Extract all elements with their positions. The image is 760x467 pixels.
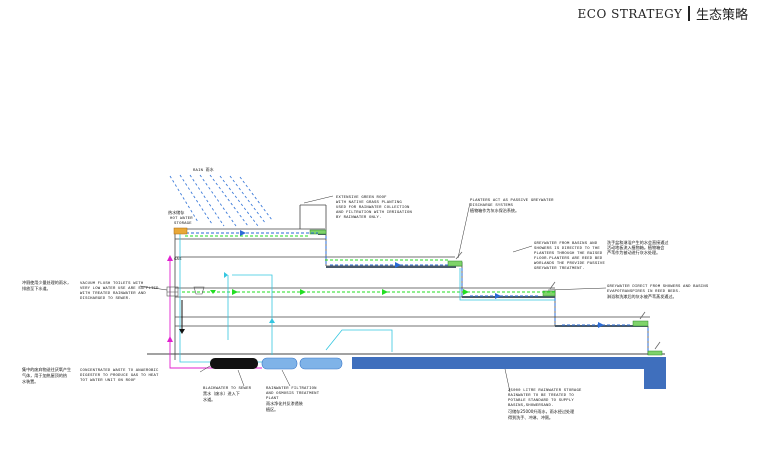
- anaerobic-line-1: CONCENTRATED WASTE TO ANAEROBIC: [80, 369, 159, 373]
- gas-arrow-top: [167, 255, 173, 261]
- leader-lines: [139, 195, 607, 393]
- greywater-basins-line-6: GREYWATER TREATMENT.: [534, 267, 585, 271]
- rainwater-storage-tank: [352, 357, 644, 369]
- annotation-green-roof: EXTENSIVE GREEN ROOF WITH NATIVE GRASS P…: [336, 196, 413, 220]
- filtration-line-1: RAINWATER FILTRATION: [266, 387, 317, 391]
- rain-label: RAIN 雨水: [193, 167, 214, 173]
- green-roof-line-5: BY RAINWATER ONLY.: [336, 216, 382, 220]
- hot-water-label-en: HOT WATER: [170, 217, 193, 221]
- vacuum-line-4: DISCHARGED TO SEWER.: [80, 297, 131, 301]
- greywater-basins-line-2: SHOWERS IS DIRECTED TO THE: [534, 247, 600, 251]
- blackwater-down-arrow: [179, 329, 185, 334]
- blackwater-cn-2: 水道。: [203, 396, 215, 402]
- blackwater-tank: [210, 358, 258, 369]
- annotation-greywater-basins: GREYWATER FROM BASINS AND SHOWERS IS DIR…: [534, 239, 668, 271]
- hot-water-label-cn: 热水储存: [168, 209, 184, 215]
- storage-line-4: BASINS,SHOWERSAND.: [508, 404, 554, 408]
- vacuum-cn-1: 冲厕使用少量处理的雨水，: [22, 279, 71, 285]
- green-roof-line-1: EXTENSIVE GREEN ROOF: [336, 196, 387, 200]
- rain-lines: [169, 174, 273, 227]
- cyan-up-arrow: [269, 318, 275, 323]
- cyan-arrow: [224, 272, 228, 278]
- storage-line-1: 25000 LITRE RAINWATER STORAGE: [508, 389, 582, 393]
- vacuum-line-2: VERY LOW WATER USE ARE SUPPLIED: [80, 287, 159, 291]
- planters-line-cn: 植物箱作为灰水保治系统。: [470, 207, 519, 213]
- gas-line: [169, 260, 262, 369]
- page-header: ECO STRATEGY 生态策略: [578, 4, 748, 23]
- anaerobic-cn-3: 水装置。: [22, 378, 38, 384]
- vacuum-line-1: VACUUM FLUSH TOILETS WITH: [80, 282, 144, 286]
- page-subtitle-cn: 生态策略: [695, 8, 748, 23]
- anaerobic-cn-1: 集中的废弃物送往厌氧产生: [22, 366, 71, 372]
- green-roof-line-2: WITH NATIVE GRASS PLANTING: [336, 201, 402, 205]
- planters-line-2: DISCHARGE SYSTEMS: [470, 204, 514, 208]
- greywater-flow: [182, 235, 555, 293]
- green-roof-line-3: USED FOR RAINWATER COLLECTION: [336, 206, 410, 210]
- vacuum-cn-2: 排放至下水道。: [22, 285, 51, 291]
- planters: [309, 229, 663, 356]
- title-divider: [688, 6, 690, 21]
- anaerobic-line-2: DIGESTER TO PRODUCE GAS TO HEAT: [80, 374, 159, 378]
- greywater-direct-line-1: GREYWATER DIRECT FROM SHOWERS AND BASINS: [607, 285, 709, 289]
- annotation-planters: PLANTERS ACT AS PASSIVE GREYWATER DISCHA…: [470, 199, 554, 213]
- basin-icon: [193, 286, 205, 295]
- rainwater-flow: [186, 232, 649, 352]
- planters-line-1: PLANTERS ACT AS PASSIVE GREYWATER: [470, 199, 554, 203]
- vacuum-line-3: WITH TREATED RAINWATER AND: [80, 292, 146, 296]
- annotation-anaerobic: 集中的废弃物送往厌氧产生 气体，用于加热屋顶的热 水装置。 CONCENTRAT…: [22, 366, 159, 384]
- hot-water-tank: [173, 227, 188, 235]
- filtration-cn-1: 雨水净化并反渗透装: [266, 400, 303, 406]
- annotation-storage: 25000 LITRE RAINWATER STORAGE RAINWATER …: [508, 389, 582, 420]
- greywater-basins-line-4: FLOOR.PLANTERS ARE REED BED: [534, 257, 603, 261]
- page-title: ECO STRATEGY: [577, 6, 683, 21]
- planter-handles: [455, 251, 661, 350]
- osmosis-tank: [299, 357, 343, 370]
- annotation-vacuum-toilets: 冲厕使用少量处理的雨水， 排放至下水道。 VACUUM FLUSH TOILET…: [22, 279, 159, 301]
- storage-cn-1: 可储存25000升雨水，雨水经过处理: [508, 408, 574, 414]
- greywater-basins-line-1: GREYWATER FROM BASINS AND: [534, 242, 598, 246]
- building-section: [174, 204, 650, 360]
- storage-label: STORAGE: [174, 222, 192, 226]
- storage-line-2: RAINWATER TO BE TREATED TO: [508, 394, 574, 398]
- toilet-icon: [166, 286, 179, 297]
- blackwater-line-1: BLACKWATER TO SEWER: [203, 387, 252, 391]
- greywater-basins-cn-2: 活动地板流入植物箱。植物箱会: [607, 244, 664, 250]
- greywater-direct-line-2: EVAPOTRANSPIRES IN REED BEDS.: [607, 290, 681, 294]
- rainwater-arrows: [240, 230, 604, 328]
- annotation-greywater-direct: GREYWATER DIRECT FROM SHOWERS AND BASINS…: [607, 285, 709, 299]
- filtration-line-2: AND OSMOSIS TREATMENT: [266, 392, 320, 396]
- annotation-filtration: RAINWATER FILTRATION AND OSMOSIS TREATME…: [266, 387, 320, 412]
- greywater-direct-cn: 淋浴和洗漱后的灰水被芦苇蒸发通过。: [607, 293, 677, 299]
- filtration-cn-2: 植区。: [266, 406, 278, 412]
- storage-tank-sump: [644, 357, 666, 389]
- filtration-line-3: PLANT: [266, 397, 279, 401]
- anaerobic-cn-2: 气体，用于加热屋顶的热: [22, 372, 67, 378]
- anaerobic-line-3: TOT WATER UNIT ON ROOF: [80, 379, 136, 383]
- gas-label: GAS: [174, 258, 182, 262]
- greywater-basins-cn-3: 芦苇作为被动进行灰水处理。: [607, 249, 660, 255]
- greywater-arrows: [210, 289, 469, 295]
- gas-arrow-mid: [167, 336, 173, 342]
- storage-cn-2: 得到洗手、冲淋、冲厕。: [508, 414, 553, 420]
- storage-line-3: POTABLE STANDARD TO SUPPLY: [508, 399, 574, 403]
- greywater-basins-line-5: WORLANDS THE PROVIDE PASSIVE: [534, 262, 605, 266]
- greywater-basins-cn-1: 洗手盆和淋浴产生的水会直接通过: [607, 239, 668, 245]
- filtration-tank: [261, 357, 298, 370]
- blackwater-cn-1: 黑水（废水）进入下: [203, 390, 240, 396]
- annotation-blackwater: BLACKWATER TO SEWER 黑水（废水）进入下 水道。: [203, 387, 252, 402]
- greywater-basins-line-3: PLANTERS THROUGH THE RAISED: [534, 252, 603, 256]
- green-roof-line-4: AND FILTRATION WITH IRRIGATION: [336, 211, 413, 215]
